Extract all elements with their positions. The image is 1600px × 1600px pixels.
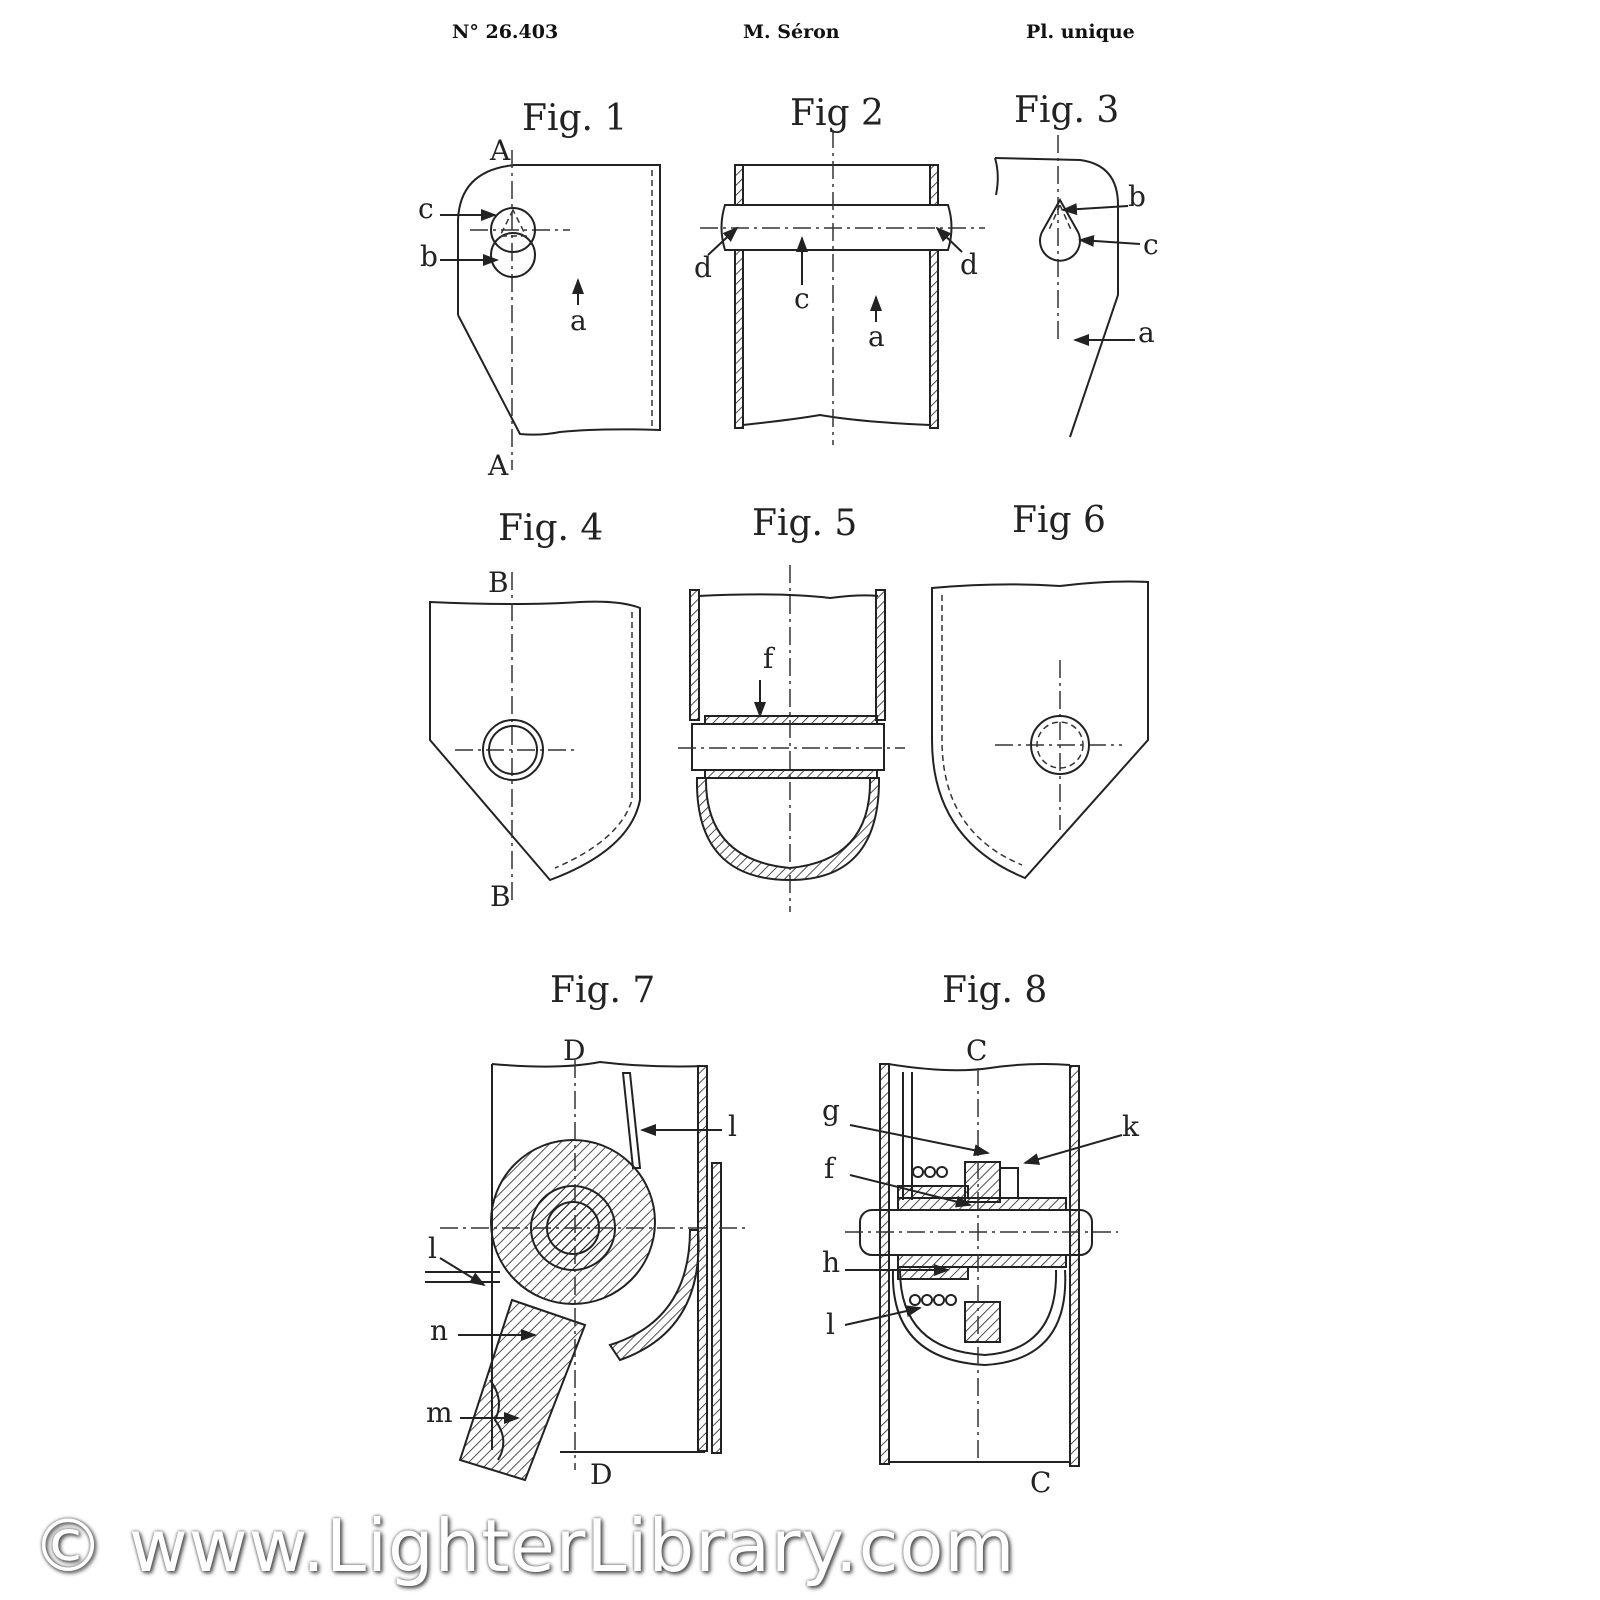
- fig7-label-l-top: l: [728, 1110, 737, 1143]
- fig4-label-B-top: B: [488, 566, 509, 599]
- fig3-label-b: b: [1128, 180, 1146, 213]
- fig7-label-D-bottom: D: [590, 1458, 612, 1491]
- watermark: © www.LighterLibrary.com: [32, 1504, 1016, 1588]
- fig8-label-f: f: [824, 1152, 837, 1185]
- fig3-title: Fig. 3: [1014, 90, 1119, 131]
- fig7-title: Fig. 7: [550, 970, 655, 1011]
- fig8-label-k: k: [1122, 1110, 1140, 1143]
- fig2-label-c: c: [794, 282, 810, 315]
- fig2-label-d-left: d: [694, 251, 712, 284]
- patent-author: M. Séron: [743, 21, 840, 43]
- fig6-title: Fig 6: [1012, 500, 1106, 541]
- fig8-label-C-top: C: [966, 1034, 987, 1067]
- fig8-label-g: g: [822, 1094, 840, 1127]
- fig8-title: Fig. 8: [942, 970, 1047, 1011]
- fig8-label-h: h: [822, 1246, 840, 1279]
- figure-5: Fig. 5 f: [678, 503, 905, 912]
- fig3-label-c: c: [1143, 228, 1159, 261]
- fig2-title: Fig 2: [790, 93, 884, 134]
- fig1-label-A-top: A: [489, 134, 511, 167]
- fig1-label-c: c: [418, 192, 434, 225]
- figure-8: Fig. 8 C: [822, 970, 1140, 1499]
- fig2-label-d-right: d: [960, 248, 978, 281]
- patent-number: N° 26.403: [452, 21, 559, 43]
- fig5-label-f: f: [763, 642, 776, 675]
- figure-1: Fig. 1 A A c b a: [418, 98, 661, 482]
- fig7-label-D-top: D: [563, 1034, 585, 1067]
- figure-4: Fig. 4 B B: [429, 508, 641, 913]
- fig8-label-l: l: [826, 1308, 835, 1341]
- fig1-label-a: a: [570, 304, 587, 337]
- figure-7: Fig. 7 D D l l n m: [425, 970, 750, 1491]
- fig4-label-B-bottom: B: [490, 880, 511, 913]
- fig4-title: Fig. 4: [498, 508, 603, 549]
- figure-2: Fig 2 d d c a: [694, 93, 985, 445]
- fig7-label-n: n: [430, 1314, 448, 1347]
- fig7-label-l-left: l: [428, 1232, 437, 1265]
- plate-label: Pl. unique: [1026, 21, 1135, 43]
- fig1-label-b: b: [420, 240, 438, 273]
- fig5-title: Fig. 5: [752, 503, 857, 544]
- fig8-label-C-bottom: C: [1030, 1466, 1051, 1499]
- fig7-label-m: m: [426, 1396, 453, 1429]
- fig2-label-a: a: [868, 320, 885, 353]
- fig1-label-A-bottom: A: [487, 449, 509, 482]
- fig1-title: Fig. 1: [522, 98, 627, 139]
- figure-6: Fig 6: [931, 500, 1149, 880]
- fig3-label-a: a: [1138, 316, 1155, 349]
- figure-3: Fig. 3 b c a: [994, 90, 1159, 438]
